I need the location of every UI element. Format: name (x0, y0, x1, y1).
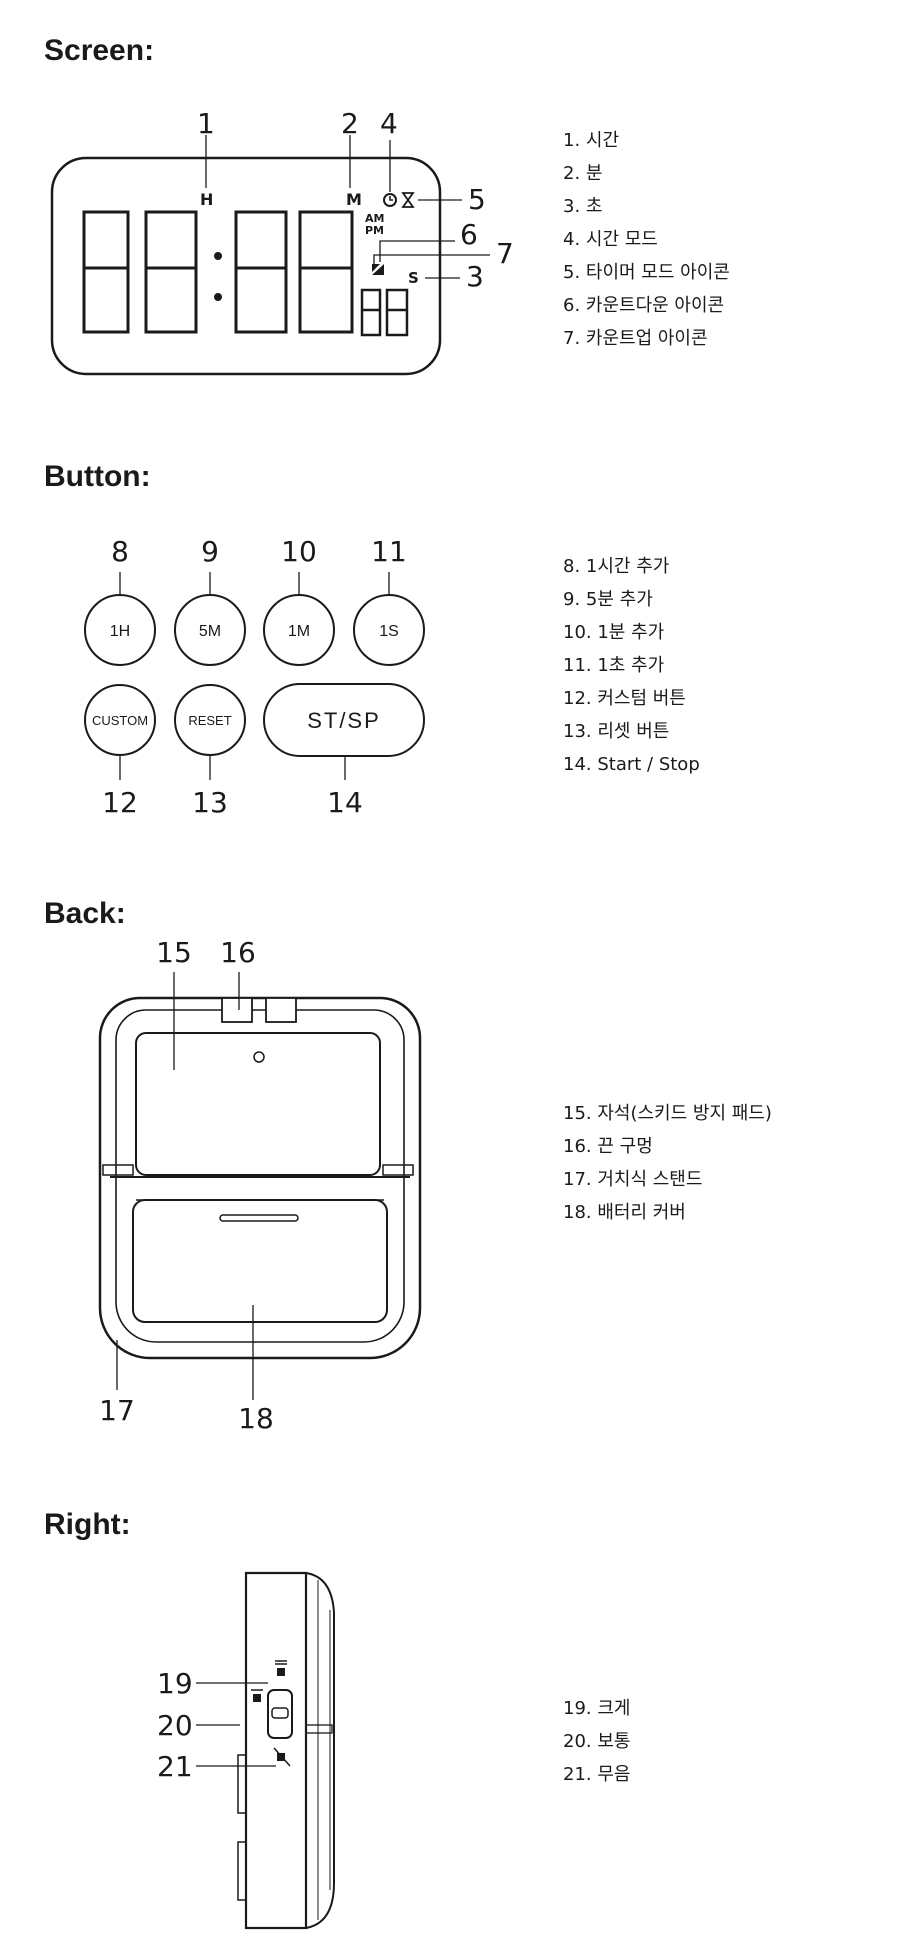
legend-item: 19. 크게 (563, 1698, 631, 1719)
legend-item: 15. 자석(스키드 방지 패드) (563, 1103, 772, 1124)
callout-14: 14 (327, 786, 363, 819)
legend-item: 1. 시간 (563, 130, 620, 151)
start-stop-button[interactable]: ST/SP (263, 683, 425, 757)
legend-item: 11. 1초 추가 (563, 655, 665, 676)
minute-indicator: M (346, 190, 362, 209)
add-5-minutes-button[interactable]: 5M (174, 594, 246, 666)
back-leader-lines (116, 972, 254, 1400)
clock-icon (383, 193, 397, 207)
svg-text:1H: 1H (110, 623, 130, 640)
legend-item: 13. 리셋 버튼 (563, 721, 670, 742)
colon-dot-top (214, 252, 222, 260)
hour-indicator: H (200, 190, 213, 209)
callout-13: 13 (192, 786, 228, 819)
legend-item: 17. 거치식 스탠드 (563, 1169, 703, 1190)
callout-11: 11 (371, 535, 407, 568)
pm-indicator: PM (365, 224, 384, 237)
legend-item: 12. 커스텀 버튼 (563, 688, 686, 709)
custom-button[interactable]: CUSTOM (84, 684, 156, 756)
callout-12: 12 (102, 786, 138, 819)
callout-9: 9 (201, 535, 219, 568)
callout-4: 4 (380, 107, 398, 140)
legend-item: 10. 1분 추가 (563, 622, 665, 643)
strap-hole (221, 997, 297, 1023)
second-indicator: S (408, 269, 419, 287)
battery-cover-slot (219, 1214, 299, 1222)
svg-text:1S: 1S (379, 623, 399, 640)
screen-diagram: H M S AM PM 1 2 4 5 6 (0, 100, 560, 390)
reset-button[interactable]: RESET (174, 684, 246, 756)
speaker-normal-icon (251, 1689, 263, 1702)
am-indicator: AM (365, 212, 384, 225)
back-legend: 15. 자석(스키드 방지 패드) 16. 끈 구멍 17. 거치식 스탠드 1… (563, 1097, 772, 1229)
callout-18: 18 (238, 1402, 274, 1435)
right-leader-lines (196, 1682, 276, 1767)
right-legend: 19. 크게 20. 보통 21. 무음 (563, 1692, 630, 1791)
speaker-mute-icon (273, 1747, 291, 1767)
main-digits (82, 210, 409, 337)
callout-5: 5 (468, 183, 486, 216)
legend-item: 16. 끈 구멍 (563, 1136, 653, 1157)
button-section-title: Button: (44, 460, 151, 493)
svg-text:CUSTOM: CUSTOM (92, 713, 148, 728)
lcd-frame (50, 156, 442, 376)
legend-item: 8. 1시간 추가 (563, 556, 670, 577)
legend-item: 2. 분 (563, 163, 603, 184)
magnet-pad (135, 1032, 381, 1176)
svg-text:RESET: RESET (188, 713, 231, 728)
right-diagram: 19 20 21 (0, 1560, 460, 1940)
callout-1: 1 (197, 107, 215, 140)
legend-item: 7. 카운트업 아이콘 (563, 328, 708, 349)
callout-3: 3 (466, 260, 484, 293)
svg-text:5M: 5M (199, 623, 221, 640)
countdown-icon (372, 264, 384, 275)
callout-6: 6 (460, 218, 478, 251)
button-legend: 8. 1시간 추가 9. 5분 추가 10. 1분 추가 11. 1초 추가 1… (563, 550, 700, 781)
hourglass-icon (401, 192, 415, 208)
svg-text:1M: 1M (288, 623, 310, 640)
legend-item: 5. 타이머 모드 아이콘 (563, 262, 730, 283)
svg-text:ST/SP: ST/SP (307, 708, 381, 733)
legend-item: 6. 카운트다운 아이콘 (563, 295, 725, 316)
back-diagram: 15 16 17 18 (0, 930, 460, 1450)
kickstand-frame (98, 996, 422, 1360)
add-1-minute-button[interactable]: 1M (263, 594, 335, 666)
colon-dot-bottom (214, 293, 222, 301)
speaker-loud-icon (275, 1660, 287, 1676)
legend-item: 20. 보통 (563, 1731, 631, 1752)
battery-cover (132, 1199, 388, 1323)
callout-10: 10 (281, 535, 317, 568)
volume-slider-knob[interactable] (271, 1707, 289, 1719)
callout-8: 8 (111, 535, 129, 568)
screen-section-title: Screen: (44, 34, 155, 67)
callout-16: 16 (220, 936, 256, 969)
button-diagram: 1H 5M 1M 1S CUSTOM RESET ST/SP 8 9 (0, 530, 460, 830)
legend-item: 9. 5분 추가 (563, 589, 653, 610)
callout-21: 21 (157, 1750, 193, 1783)
callout-7: 7 (496, 237, 514, 270)
callout-19: 19 (157, 1667, 193, 1700)
legend-item: 21. 무음 (563, 1764, 631, 1785)
legend-item: 3. 초 (563, 196, 603, 217)
back-section-title: Back: (44, 897, 126, 930)
legend-item: 4. 시간 모드 (563, 229, 658, 250)
add-1-hour-button[interactable]: 1H (84, 594, 156, 666)
volume-slider[interactable] (267, 1689, 293, 1739)
screen-legend: 1. 시간 2. 분 3. 초 4. 시간 모드 5. 타이머 모드 아이콘 6… (563, 124, 730, 355)
button-leader-lines (119, 572, 390, 780)
callout-20: 20 (157, 1709, 193, 1742)
right-section-title: Right: (44, 1508, 131, 1541)
legend-item: 18. 배터리 커버 (563, 1202, 686, 1223)
callout-17: 17 (99, 1394, 135, 1427)
add-1-second-button[interactable]: 1S (353, 594, 425, 666)
callout-15: 15 (156, 936, 192, 969)
legend-item: 14. Start / Stop (563, 754, 700, 775)
screen-leader-lines (205, 135, 490, 279)
callout-2: 2 (341, 107, 359, 140)
